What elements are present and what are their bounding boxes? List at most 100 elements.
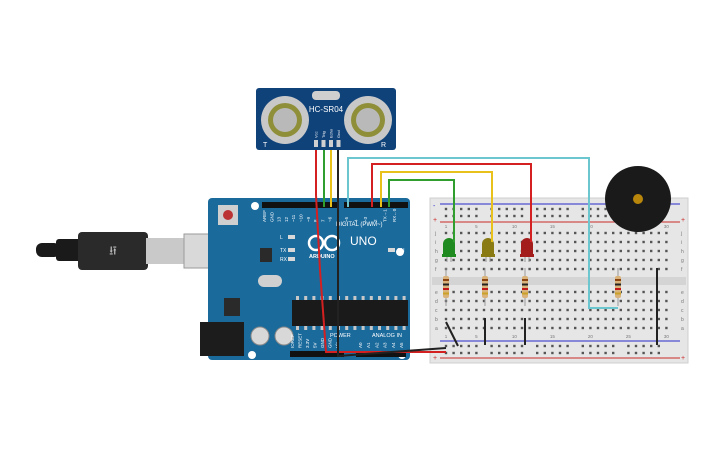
breadboard-hole[interactable] xyxy=(536,258,539,262)
breadboard-hole[interactable] xyxy=(589,308,592,312)
breadboard-hole[interactable] xyxy=(475,267,478,271)
rail-hole[interactable] xyxy=(452,344,455,348)
breadboard-hole[interactable] xyxy=(566,267,569,271)
rail-hole[interactable] xyxy=(475,344,478,348)
rail-hole[interactable] xyxy=(467,351,470,355)
breadboard-hole[interactable] xyxy=(619,267,622,271)
rail-hole[interactable] xyxy=(513,214,516,218)
breadboard-hole[interactable] xyxy=(619,258,622,262)
breadboard-hole[interactable] xyxy=(536,317,539,321)
breadboard-hole[interactable] xyxy=(551,249,554,253)
rail-hole[interactable] xyxy=(566,351,569,355)
breadboard-hole[interactable] xyxy=(604,267,607,271)
breadboard-hole[interactable] xyxy=(536,326,539,330)
breadboard-hole[interactable] xyxy=(543,267,546,271)
breadboard-hole[interactable] xyxy=(581,267,584,271)
breadboard-hole[interactable] xyxy=(596,240,600,244)
breadboard-hole[interactable] xyxy=(513,267,516,271)
rail-hole[interactable] xyxy=(551,351,554,355)
breadboard-hole[interactable] xyxy=(498,258,501,262)
breadboard-hole[interactable] xyxy=(467,240,470,244)
breadboard-hole[interactable] xyxy=(589,299,592,303)
rail-hole[interactable] xyxy=(604,207,607,211)
rail-hole[interactable] xyxy=(589,214,592,218)
breadboard-hole[interactable] xyxy=(634,317,638,321)
breadboard-hole[interactable] xyxy=(558,326,562,330)
breadboard-hole[interactable] xyxy=(650,267,653,271)
breadboard-hole[interactable] xyxy=(604,299,607,303)
breadboard-hole[interactable] xyxy=(528,299,531,303)
rail-hole[interactable] xyxy=(444,214,448,218)
breadboard-hole[interactable] xyxy=(460,317,463,321)
rail-hole[interactable] xyxy=(520,207,524,211)
breadboard-hole[interactable] xyxy=(619,240,622,244)
breadboard-hole[interactable] xyxy=(551,317,554,321)
breadboard-hole[interactable] xyxy=(604,258,607,262)
breadboard-hole[interactable] xyxy=(536,249,539,253)
breadboard-hole[interactable] xyxy=(558,308,562,312)
breadboard-hole[interactable] xyxy=(650,249,653,253)
breadboard-hole[interactable] xyxy=(596,299,600,303)
breadboard-hole[interactable] xyxy=(650,308,653,312)
breadboard-hole[interactable] xyxy=(612,290,615,294)
breadboard-hole[interactable] xyxy=(505,249,508,253)
rail-hole[interactable] xyxy=(505,351,508,355)
breadboard-hole[interactable] xyxy=(513,231,516,235)
rail-hole[interactable] xyxy=(566,207,569,211)
rail-hole[interactable] xyxy=(551,207,554,211)
rail-hole[interactable] xyxy=(558,351,562,355)
breadboard-hole[interactable] xyxy=(627,317,630,321)
breadboard-hole[interactable] xyxy=(490,299,493,303)
breadboard-hole[interactable] xyxy=(566,299,569,303)
breadboard-hole[interactable] xyxy=(528,267,531,271)
breadboard-hole[interactable] xyxy=(650,290,653,294)
breadboard-hole[interactable] xyxy=(520,258,524,262)
breadboard-hole[interactable] xyxy=(574,249,577,253)
breadboard-hole[interactable] xyxy=(475,240,478,244)
breadboard-hole[interactable] xyxy=(634,240,638,244)
breadboard-hole[interactable] xyxy=(596,326,600,330)
breadboard-hole[interactable] xyxy=(551,326,554,330)
breadboard-hole[interactable] xyxy=(627,290,630,294)
breadboard-hole[interactable] xyxy=(475,249,478,253)
rail-hole[interactable] xyxy=(498,207,501,211)
breadboard-hole[interactable] xyxy=(612,326,615,330)
rail-hole[interactable] xyxy=(460,207,463,211)
breadboard-hole[interactable] xyxy=(589,326,592,330)
breadboard-hole[interactable] xyxy=(475,317,478,321)
rail-hole[interactable] xyxy=(596,207,600,211)
breadboard-hole[interactable] xyxy=(536,290,539,294)
breadboard-hole[interactable] xyxy=(498,326,501,330)
rail-hole[interactable] xyxy=(543,344,546,348)
breadboard-hole[interactable] xyxy=(505,308,508,312)
rail-hole[interactable] xyxy=(589,351,592,355)
breadboard-hole[interactable] xyxy=(536,240,539,244)
breadboard-hole[interactable] xyxy=(505,326,508,330)
breadboard-hole[interactable] xyxy=(634,267,638,271)
rail-hole[interactable] xyxy=(581,344,584,348)
breadboard-hole[interactable] xyxy=(634,249,638,253)
rail-hole[interactable] xyxy=(612,344,615,348)
breadboard-hole[interactable] xyxy=(505,231,508,235)
breadboard-hole[interactable] xyxy=(574,290,577,294)
rail-hole[interactable] xyxy=(505,344,508,348)
breadboard-hole[interactable] xyxy=(627,231,630,235)
breadboard-hole[interactable] xyxy=(612,258,615,262)
breadboard-hole[interactable] xyxy=(513,326,516,330)
breadboard-hole[interactable] xyxy=(452,290,455,294)
breadboard-hole[interactable] xyxy=(589,258,592,262)
rail-hole[interactable] xyxy=(490,344,493,348)
rail-hole[interactable] xyxy=(536,214,539,218)
rail-hole[interactable] xyxy=(634,351,638,355)
rail-hole[interactable] xyxy=(604,344,607,348)
breadboard-hole[interactable] xyxy=(596,231,600,235)
breadboard-hole[interactable] xyxy=(482,231,486,235)
breadboard-hole[interactable] xyxy=(551,231,554,235)
breadboard-hole[interactable] xyxy=(558,258,562,262)
rail-hole[interactable] xyxy=(627,351,630,355)
breadboard-hole[interactable] xyxy=(581,308,584,312)
rail-hole[interactable] xyxy=(460,351,463,355)
breadboard-hole[interactable] xyxy=(642,267,645,271)
breadboard-hole[interactable] xyxy=(657,290,660,294)
rail-hole[interactable] xyxy=(634,344,638,348)
